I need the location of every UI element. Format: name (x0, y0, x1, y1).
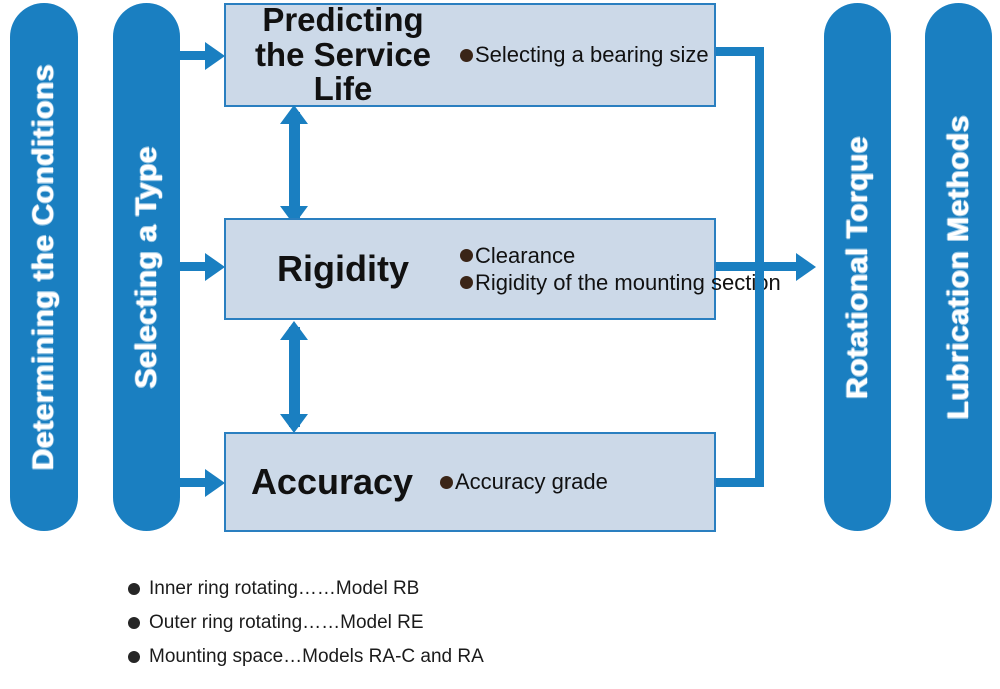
link-rigidity-accuracy-shaft (289, 327, 300, 427)
arrow-merge-to-rotational-torque-head (796, 253, 816, 281)
legend-item-tail: Models RA-C and RA (302, 646, 484, 667)
arrow-selecting-to-accuracy-head (205, 469, 225, 497)
arrow-torque-to-lubrication-head (905, 250, 928, 284)
legend-bullet-icon (128, 617, 140, 629)
panel-accuracy-title: Accuracy (250, 460, 414, 502)
legend-item-lead: Inner ring rotating (149, 578, 298, 599)
legend-item-dots: …… (297, 578, 336, 599)
stage-pill-lubrication-methods[interactable]: Lubrication Methods (925, 3, 992, 531)
panel-predicting-service-life-bullets: Selecting a bearing size (454, 41, 709, 69)
bullet-item: Selecting a bearing size (460, 41, 709, 69)
legend-item-lead: Outer ring rotating (149, 612, 303, 633)
bullet-text: Selecting a bearing size (475, 42, 709, 68)
bullet-dot-icon (440, 475, 453, 489)
bullet-text: Rigidity of the mounting section (475, 270, 781, 295)
panel-rigidity[interactable]: Rigidity Clearance Rigidity of the mount… (224, 218, 781, 320)
bullet-item: Rigidity of the mounting section (460, 269, 781, 297)
arrow-torque-to-lubrication-shaft (891, 262, 918, 273)
stage-pill-determining-conditions[interactable]: Determining the Conditions (10, 3, 78, 531)
stage-pill-determining-conditions-label: Determining the Conditions (27, 63, 60, 471)
arrow-determining-to-selecting-head (92, 250, 115, 284)
arrow-selecting-to-rigidity-shaft (180, 262, 208, 271)
stage-pill-rotational-torque[interactable]: Rotational Torque (824, 3, 891, 531)
arrow-selecting-to-predicting-head (205, 42, 225, 70)
panel-accuracy[interactable]: Accuracy Accuracy grade (224, 432, 716, 532)
arrow-selecting-to-accuracy-shaft (180, 478, 208, 487)
stage-pill-lubrication-methods-label: Lubrication Methods (941, 114, 975, 420)
legend-item: Mounting space … Models RA-C and RA (128, 640, 648, 674)
bullet-item: Accuracy grade (440, 468, 706, 496)
merge-stub-accuracy (716, 478, 764, 487)
link-predicting-rigidity-head-up (280, 105, 308, 124)
arrow-selecting-to-rigidity-head (205, 253, 225, 281)
link-rigidity-accuracy-head-down (280, 414, 308, 433)
bullet-dot-icon (460, 248, 473, 262)
link-rigidity-accuracy-head-up (280, 321, 308, 340)
panel-rigidity-title: Rigidity (277, 247, 409, 289)
bullet-item: Clearance (460, 242, 781, 270)
bullet-dot-icon (460, 276, 473, 290)
panel-predicting-service-life[interactable]: Predicting the Service Life Selecting a … (224, 0, 716, 108)
legend: Inner ring rotating …… Model RB Outer ri… (128, 572, 648, 674)
panel-predicting-service-life-title: Predicting the Service Life (254, 0, 432, 108)
merge-stub-predicting (716, 47, 764, 56)
legend-item-tail: Model RE (340, 612, 424, 633)
bullet-text: Clearance (475, 242, 576, 268)
legend-item: Outer ring rotating …… Model RE (128, 606, 648, 640)
stage-pill-rotational-torque-label: Rotational Torque (840, 135, 874, 399)
legend-item-lead: Mounting space (149, 646, 284, 667)
legend-item-dots: …… (302, 612, 341, 633)
panel-accuracy-bullets: Accuracy grade (432, 468, 706, 496)
arrow-selecting-to-predicting-shaft (180, 51, 208, 60)
legend-item: Inner ring rotating …… Model RB (128, 572, 648, 606)
legend-item-dots: … (283, 646, 303, 667)
stage-pill-selecting-a-type-label: Selecting a Type (129, 145, 163, 389)
bullet-dot-icon (460, 48, 473, 62)
legend-bullet-icon (128, 583, 140, 595)
link-predicting-rigidity-shaft (289, 112, 300, 220)
stage-pill-selecting-a-type[interactable]: Selecting a Type (113, 3, 180, 531)
bullet-text: Accuracy grade (455, 469, 608, 495)
legend-bullet-icon (128, 651, 140, 663)
legend-item-tail: Model RB (335, 578, 420, 599)
panel-rigidity-bullets: Clearance Rigidity of the mounting secti… (454, 242, 781, 297)
arrow-merge-to-rotational-torque-shaft (716, 262, 800, 271)
